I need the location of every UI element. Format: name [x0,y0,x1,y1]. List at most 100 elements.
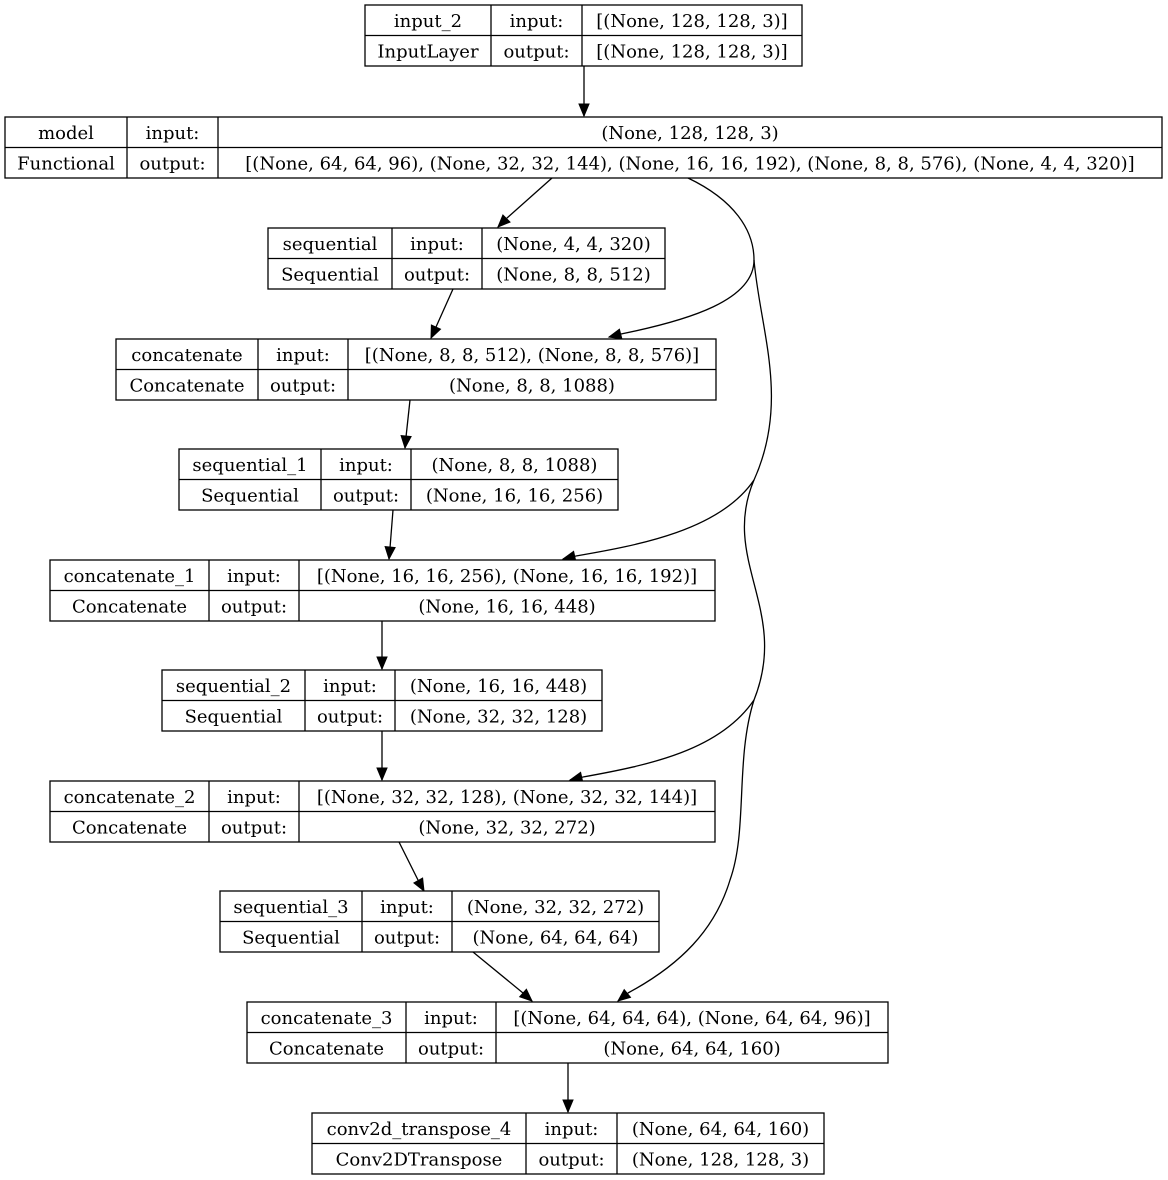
layer-type: Functional [17,153,115,174]
arrowhead [413,877,425,893]
output-label: output: [270,375,336,396]
output-label: output: [418,1038,484,1059]
output-label: output: [503,41,569,62]
edge-line [398,841,419,881]
edge-sequential-1-to-concatenate-1 [384,509,396,561]
output-shape: (None, 16, 16, 448) [418,596,595,617]
arrowhead [616,988,632,1002]
edge-model-to-concatenate-1 [561,259,773,562]
layer-name: concatenate_2 [64,787,196,808]
layer-type: Conv2DTranspose [336,1149,503,1170]
output-shape: (None, 64, 64, 160) [603,1038,780,1059]
arrowhead [376,767,388,782]
input-shape: [(None, 64, 64, 64), (None, 64, 64, 96)] [513,1008,870,1029]
input-label: input: [146,123,200,144]
output-shape: (None, 32, 32, 128) [410,706,587,727]
layer-type: Concatenate [269,1038,384,1059]
output-label: output: [538,1149,604,1170]
layer-name: concatenate_3 [261,1008,393,1029]
output-shape: (None, 8, 8, 512) [496,264,650,285]
layer-name: sequential_3 [233,897,348,918]
output-shape: [(None, 64, 64, 96), (None, 32, 32, 144)… [245,153,1134,174]
input-shape: [(None, 32, 32, 128), (None, 32, 32, 144… [317,787,697,808]
edge-sequential-to-concatenate [430,288,454,340]
output-label: output: [317,706,383,727]
layer-type: Sequential [242,927,340,948]
input-shape: (None, 4, 4, 320) [496,234,650,255]
layer-node-concatenate-2: concatenate_2Concatenateinput:output:[(N… [49,780,716,843]
output-shape: (None, 128, 128, 3) [632,1149,809,1170]
arrowhead [578,103,590,118]
input-shape: (None, 32, 32, 272) [467,897,644,918]
edge-concatenate-3-to-conv2d-transpose-4 [562,1063,574,1114]
input-shape: [(None, 8, 8, 512), (None, 8, 8, 576)] [365,345,699,366]
layer-name: input_2 [394,11,462,32]
edge-model-to-concatenate-3 [616,699,755,1002]
arrowhead [384,546,396,561]
layer-type: Concatenate [129,375,244,396]
layer-name: sequential_2 [176,676,291,697]
edge-concatenate-2-to-sequential-3 [398,841,425,893]
input-label: input: [410,234,464,255]
layer-type: Sequential [185,706,283,727]
edges-layer [376,66,773,1114]
layer-name: sequential [283,234,378,255]
arrowhead [376,656,388,671]
output-shape: (None, 64, 64, 64) [473,927,639,948]
output-label: output: [221,817,287,838]
output-label: output: [374,927,440,948]
input-shape: (None, 64, 64, 160) [632,1119,809,1140]
output-shape: (None, 8, 8, 1088) [449,375,615,396]
layer-node-concatenate-3: concatenate_3Concatenateinput:output:[(N… [246,1001,889,1064]
edge-line [472,951,524,994]
layer-name: sequential_1 [192,455,307,476]
edge-line [620,177,755,335]
output-label: output: [221,596,287,617]
output-label: output: [333,485,399,506]
edge-line [575,259,773,557]
edge-sequential-2-to-concatenate-2 [376,731,388,782]
layer-node-sequential: sequentialSequentialinput:output:(None, … [267,227,666,290]
edge-line [389,509,394,549]
edge-line [405,399,411,438]
input-label: input: [380,897,434,918]
edge-concatenate-to-sequential-1 [400,399,412,450]
layer-name: concatenate [131,345,242,366]
edge-input-2-to-model [578,66,590,118]
input-label: input: [323,676,377,697]
output-shape: [(None, 128, 128, 3)] [596,41,787,62]
layer-name: conv2d_transpose_4 [327,1119,512,1140]
layer-type: Sequential [201,485,299,506]
layer-type: InputLayer [377,41,479,62]
edge-line [627,699,755,994]
arrowhead [562,1099,574,1114]
edge-line [435,288,454,328]
edge-model-to-sequential [497,177,553,228]
arrowhead [607,328,623,340]
arrowhead [430,324,442,340]
edge-sequential-3-to-concatenate-3 [472,951,533,1002]
layer-node-concatenate-1: concatenate_1Concatenateinput:output:[(N… [49,559,716,622]
output-shape: (None, 16, 16, 256) [426,485,603,506]
layer-node-conv2d-transpose-4: conv2d_transpose_4Conv2DTransposeinput:o… [311,1112,825,1175]
input-shape: (None, 16, 16, 448) [410,676,587,697]
layer-type: Concatenate [72,817,187,838]
input-label: input: [339,455,393,476]
input-shape: (None, 8, 8, 1088) [432,455,598,476]
layer-name: model [38,123,94,144]
input-shape: (None, 128, 128, 3) [601,123,778,144]
arrowhead [497,214,511,228]
edge-model-to-concatenate [607,177,755,340]
edge-line [506,177,553,219]
input-shape: [(None, 128, 128, 3)] [596,11,787,32]
input-label: input: [276,345,330,366]
output-shape: (None, 32, 32, 272) [418,817,595,838]
arrowhead [400,435,412,450]
